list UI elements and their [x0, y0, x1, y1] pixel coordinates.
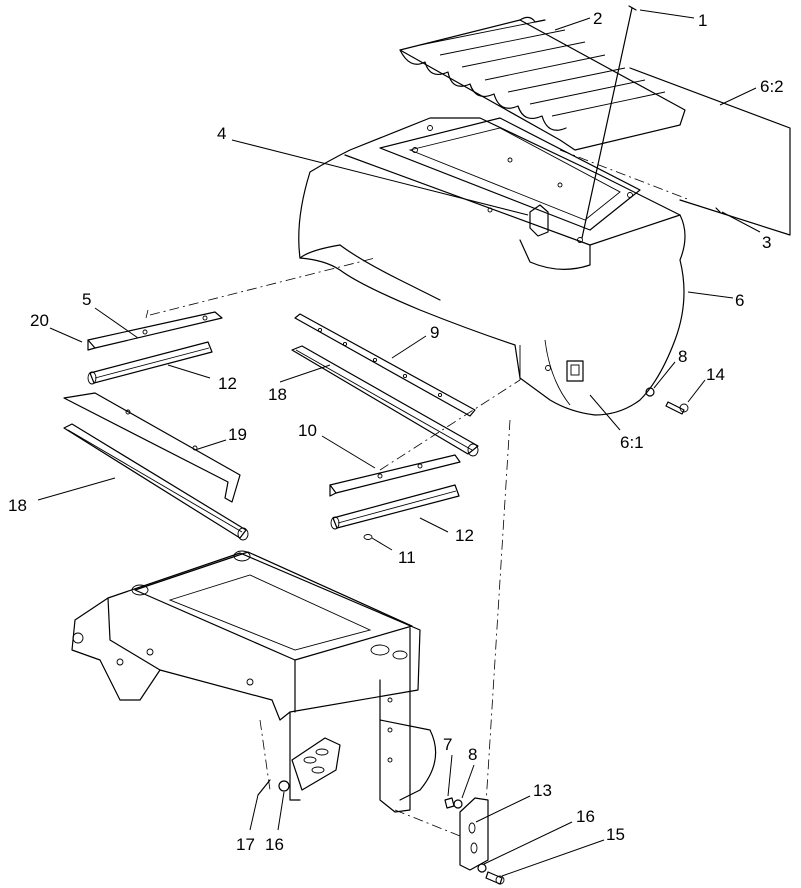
callout-16-right: 16 [576, 807, 595, 826]
pin-part-17 [257, 779, 271, 796]
washer-part-16-left [278, 780, 290, 792]
callout-6-2: 6:2 [760, 77, 784, 96]
strap-part-10 [329, 379, 521, 497]
bracket-part-13 [459, 797, 489, 871]
callout-8-bottom: 8 [468, 745, 477, 764]
latch-part-4 [529, 204, 549, 237]
trim-part-19 [63, 392, 241, 503]
callout-11: 11 [398, 548, 416, 567]
callout-5: 5 [82, 290, 91, 309]
tube-part-18-left [63, 423, 249, 541]
tube-part-12-left [87, 341, 213, 385]
callout-8-top: 8 [678, 347, 687, 366]
callout-14: 14 [706, 365, 725, 384]
washer-part-16-right [477, 863, 487, 873]
callout-3: 3 [762, 233, 771, 252]
callout-13: 13 [533, 781, 552, 800]
nut-part-11 [363, 534, 373, 540]
callout-18-center: 18 [268, 385, 287, 404]
callout-1: 1 [698, 11, 707, 30]
screw-part-1 [581, 5, 637, 239]
strip-part-9 [294, 313, 476, 417]
tube-part-12-center [330, 484, 460, 530]
washer-part-8-top [645, 387, 655, 397]
callout-17: 17 [236, 835, 255, 854]
callout-2: 2 [593, 9, 602, 28]
shroud-part-6 [298, 117, 686, 416]
callout-7: 7 [443, 735, 452, 754]
callout-12-left: 12 [218, 374, 237, 393]
leader-lines [37, 9, 761, 877]
decal-6-2 [559, 67, 791, 236]
callout-19: 19 [228, 425, 247, 444]
callout-12-center: 12 [455, 526, 474, 545]
callout-20: 20 [30, 311, 49, 330]
seat-frame [71, 419, 511, 841]
seat-pan-part-2 [399, 16, 686, 151]
decal-6-1 [566, 360, 584, 382]
callout-9: 9 [430, 323, 439, 342]
bolt-part-15 [485, 871, 503, 885]
callout-4: 4 [217, 124, 226, 143]
callout-18-left: 18 [8, 496, 27, 515]
callout-16-left: 16 [265, 835, 284, 854]
strap-part-20 [87, 257, 376, 351]
callout-10: 10 [298, 421, 317, 440]
washer-part-8-bottom [453, 799, 463, 809]
screw-part-3 [715, 207, 721, 213]
callout-labels: 1 2 6:2 4 3 6 5 20 12 9 18 8 14 19 10 6:… [8, 9, 784, 854]
nut-part-7 [444, 797, 455, 809]
callout-6: 6 [735, 291, 744, 310]
hardware-right [257, 387, 689, 885]
callout-6-1: 6:1 [620, 433, 644, 452]
bolt-part-14 [665, 401, 685, 415]
callout-15: 15 [606, 825, 625, 844]
